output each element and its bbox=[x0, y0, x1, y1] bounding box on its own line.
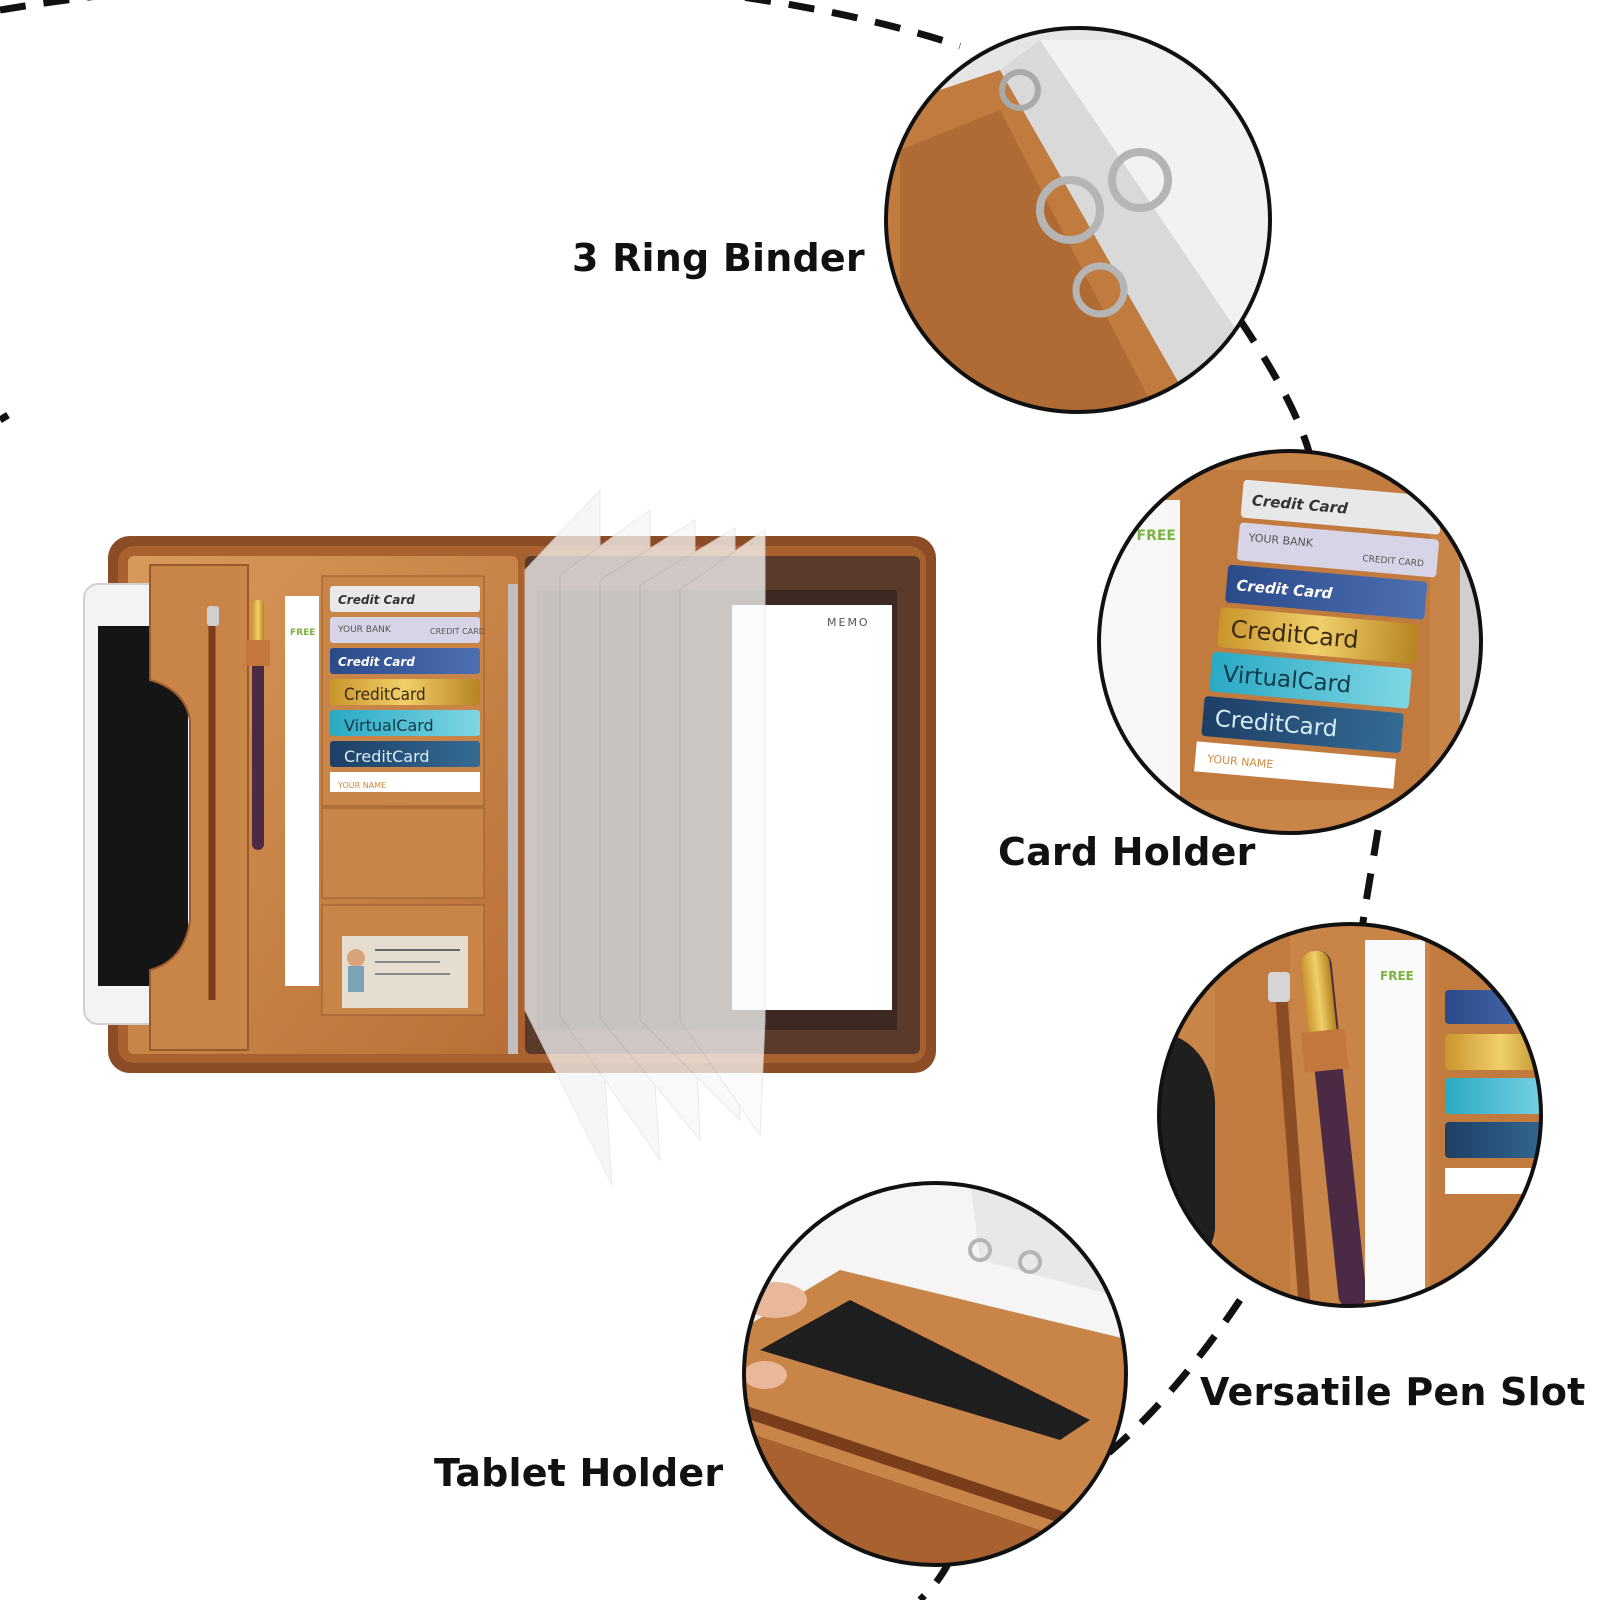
clear-sheets bbox=[524, 488, 766, 1186]
dashed-connector bbox=[0, 0, 1382, 1600]
svg-text:CREDIT CARD: CREDIT CARD bbox=[430, 627, 485, 636]
dashed-connector-left bbox=[0, 412, 10, 423]
svg-text:YOUR NAME: YOUR NAME bbox=[1206, 752, 1274, 771]
svg-text:YOUR NAME: YOUR NAME bbox=[337, 781, 386, 790]
card-holder-closeup: FREE Credit Card YOUR BANK CREDIT CARD C… bbox=[1097, 449, 1483, 835]
tablet-holder-label: Tablet Holder bbox=[434, 1451, 724, 1495]
ring-binder-label: 3 Ring Binder bbox=[572, 236, 865, 280]
svg-text:CreditCard: CreditCard bbox=[344, 685, 426, 705]
svg-text:YOUR BANK: YOUR BANK bbox=[337, 625, 392, 635]
card-holder-label: Card Holder bbox=[998, 830, 1256, 874]
svg-text:Credit Card: Credit Card bbox=[338, 593, 415, 607]
pen-slot-closeup: FREE bbox=[1157, 922, 1543, 1308]
tablet-holder-closeup bbox=[742, 1181, 1128, 1567]
free-label: FREE bbox=[290, 628, 315, 638]
pen-slot-label: Versatile Pen Slot bbox=[1200, 1370, 1586, 1414]
svg-text:FREE: FREE bbox=[1380, 969, 1414, 983]
padfolio-main: FREE Credit Card YOUR BANK CREDIT CARD C… bbox=[83, 488, 936, 1186]
svg-text:YOUR BANK: YOUR BANK bbox=[1247, 531, 1314, 550]
svg-text:FREE: FREE bbox=[1137, 528, 1176, 544]
svg-text:Credit Card: Credit Card bbox=[338, 655, 415, 669]
main-card-stack: Credit Card YOUR BANK CREDIT CARD Credit… bbox=[330, 586, 485, 792]
svg-text:CreditCard: CreditCard bbox=[344, 747, 430, 766]
svg-text:VirtualCard: VirtualCard bbox=[344, 716, 434, 735]
memo-label: MEMO bbox=[827, 616, 870, 629]
ring-binder-closeup bbox=[884, 26, 1272, 414]
